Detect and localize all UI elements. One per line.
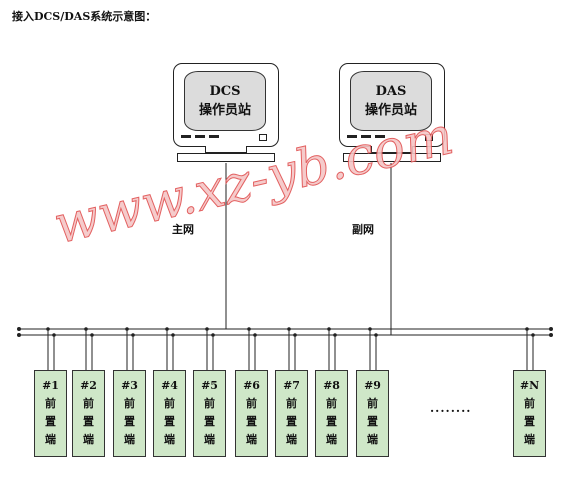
- station-name: DCS: [209, 84, 241, 99]
- bus-end-dot: [17, 327, 21, 331]
- keyboard-base: [177, 153, 275, 162]
- bus-end-dot: [549, 327, 553, 331]
- unit-label-char: 前: [286, 397, 297, 410]
- bus-end-dot: [17, 333, 21, 337]
- unit-label-char: 前: [45, 397, 56, 410]
- unit-id: #N: [519, 379, 540, 392]
- unit-label-char: 前: [367, 397, 378, 410]
- unit-label-char: 置: [286, 415, 297, 428]
- unit-id: #2: [80, 379, 97, 392]
- unit-label-char: 置: [246, 415, 257, 428]
- unit-label-char: 前: [124, 397, 135, 410]
- unit-id: #7: [283, 379, 300, 392]
- unit-id: #3: [121, 379, 138, 392]
- front-end-unit[interactable]: #1 前置端: [34, 370, 67, 457]
- unit-label-char: 置: [367, 415, 378, 428]
- monitor-neck: [205, 146, 247, 153]
- unit-label-char: 置: [524, 415, 535, 428]
- monitor-screen: DAS 操作员站: [350, 71, 432, 131]
- unit-label-char: 端: [524, 433, 535, 446]
- monitor-neck: [371, 146, 413, 153]
- unit-label-char: 前: [524, 397, 535, 410]
- unit-label-char: 置: [326, 415, 337, 428]
- diagram-title: 接入DCS/DAS系统示意图：: [12, 10, 157, 23]
- unit-id: #8: [323, 379, 340, 392]
- main-network-label: 主网: [172, 223, 194, 236]
- station-role: 操作员站: [198, 103, 251, 118]
- station-role: 操作员站: [364, 103, 417, 118]
- monitor-buttons: [181, 135, 219, 138]
- unit-id: #6: [243, 379, 260, 392]
- dcs-operator-station[interactable]: DCS 操作员站: [173, 63, 279, 163]
- unit-id: #1: [42, 379, 59, 392]
- front-end-unit[interactable]: #3 前置端: [113, 370, 146, 457]
- front-end-unit[interactable]: #2 前置端: [72, 370, 105, 457]
- unit-label-char: 前: [164, 397, 175, 410]
- power-button-icon: [425, 134, 433, 141]
- front-end-unit[interactable]: #7 前置端: [275, 370, 308, 457]
- unit-label-char: 端: [204, 433, 215, 446]
- unit-label-char: 置: [83, 415, 94, 428]
- front-end-unit[interactable]: #8 前置端: [315, 370, 348, 457]
- unit-label-char: 前: [83, 397, 94, 410]
- unit-label-char: 端: [124, 433, 135, 446]
- unit-label-char: 前: [246, 397, 257, 410]
- unit-label-char: 置: [45, 415, 56, 428]
- front-end-unit[interactable]: #9 前置端: [356, 370, 389, 457]
- unit-label-char: 端: [326, 433, 337, 446]
- keyboard-base: [343, 153, 441, 162]
- unit-label-char: 前: [326, 397, 337, 410]
- station-name: DAS: [375, 84, 407, 99]
- unit-label-char: 端: [164, 433, 175, 446]
- monitor-screen: DCS 操作员站: [184, 71, 266, 131]
- das-operator-station[interactable]: DAS 操作员站: [339, 63, 445, 163]
- power-button-icon: [259, 134, 267, 141]
- monitor-buttons: [347, 135, 385, 138]
- front-end-unit[interactable]: #4 前置端: [153, 370, 186, 457]
- unit-label-char: 端: [45, 433, 56, 446]
- front-end-unit[interactable]: #N 前置端: [513, 370, 546, 457]
- unit-label-char: 前: [204, 397, 215, 410]
- unit-label-char: 置: [164, 415, 175, 428]
- unit-label-char: 端: [246, 433, 257, 446]
- unit-id: #9: [364, 379, 381, 392]
- unit-id: #4: [161, 379, 178, 392]
- unit-label-char: 端: [367, 433, 378, 446]
- bus-end-dot: [549, 333, 553, 337]
- ellipsis: ........: [430, 401, 472, 415]
- unit-id: #5: [201, 379, 218, 392]
- front-end-unit[interactable]: #6 前置端: [235, 370, 268, 457]
- unit-label-char: 端: [83, 433, 94, 446]
- unit-label-char: 置: [204, 415, 215, 428]
- unit-label-char: 端: [286, 433, 297, 446]
- sub-network-label: 副网: [352, 223, 374, 236]
- front-end-unit[interactable]: #5 前置端: [193, 370, 226, 457]
- unit-drop-lines: [47, 329, 534, 370]
- unit-label-char: 置: [124, 415, 135, 428]
